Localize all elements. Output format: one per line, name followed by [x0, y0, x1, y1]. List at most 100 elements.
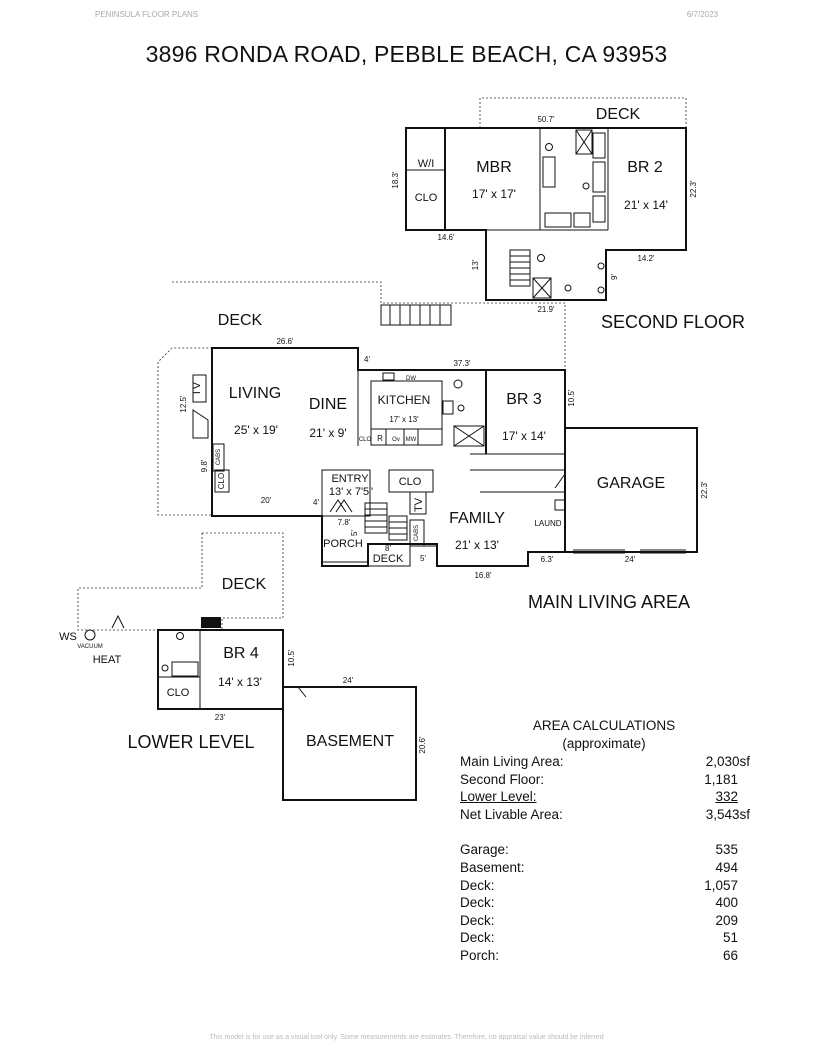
area-subheading: (approximate) [562, 736, 646, 751]
cabs-label-living: CABS [216, 449, 222, 465]
area-label: Main Living Area: [460, 754, 564, 769]
area-value: 494 [715, 859, 738, 875]
dim-10-5-main: 10.5' [567, 389, 576, 407]
kitchen-label: KITCHEN [378, 393, 431, 407]
shower-icon [575, 129, 593, 155]
entry-stairs [364, 502, 408, 541]
dim-14-6: 14.6' [437, 233, 455, 242]
dim-5-porch: 5' [350, 530, 359, 536]
dim-22-3-garage: 22.3' [700, 481, 709, 499]
dine-label: DINE [309, 396, 347, 413]
area-label: Deck: [460, 895, 495, 911]
area-row: Second Floor: 1,181 [460, 771, 750, 789]
second-floor-plan: DECK 50.7' W/I CLO MBR 17' x 17' BR 2 21… [391, 97, 745, 332]
area-value: 3,543sf [705, 806, 750, 822]
entry-label: ENTRY [331, 473, 369, 485]
area-row: Main Living Area: 2,030sf [460, 753, 750, 771]
dim-50-7: 50.7' [537, 115, 555, 124]
dim-18-3: 18.3' [391, 171, 400, 189]
br2-label: BR 2 [627, 159, 663, 176]
area-value: 51 [722, 930, 738, 946]
dw-label: DW [406, 376, 416, 382]
door-swing-icon [111, 614, 125, 629]
deck-main-label: DECK [218, 312, 263, 329]
area-row: Garage: 535 [460, 841, 750, 859]
sink-icon [582, 182, 590, 190]
clo-lower-label: CLO [167, 687, 190, 699]
dishwasher-icon [382, 372, 395, 381]
closet-label: CLO [415, 192, 438, 204]
dim-4-entry: 4' [313, 498, 319, 507]
deck-small-label: DECK [373, 553, 404, 565]
dim-10-5-lower: 10.5' [287, 649, 296, 667]
area-value: 66 [722, 947, 738, 963]
entry-size: 13' x 7'5" [329, 486, 373, 498]
area-row: Deck: 1,057 [460, 877, 750, 895]
dim-24-garage: 24' [625, 555, 636, 564]
dine-size: 21' x 9' [309, 426, 346, 440]
laund-label: LAUND [534, 519, 561, 528]
sink-icon [564, 284, 572, 292]
deck-upper-label: DECK [596, 106, 641, 123]
dim-16-8: 16.8' [474, 571, 492, 580]
family-label: FAMILY [449, 510, 505, 527]
walk-in-label: W/I [418, 158, 435, 170]
area-heading: AREA CALCULATIONS [532, 718, 676, 733]
deck-lower-label: DECK [222, 576, 267, 593]
oven-label: Ov [392, 437, 400, 443]
area-label: Deck: [460, 912, 495, 928]
area-row: Porch: 66 [460, 947, 750, 965]
area-row: Lower Level: 332 [460, 788, 750, 806]
dim-4-upper: 4' [364, 355, 370, 364]
area-value: 2,030sf [705, 754, 750, 769]
area-label: Lower Level: [460, 789, 537, 805]
garage-label: GARAGE [597, 475, 665, 492]
area-label: Second Floor: [460, 771, 545, 787]
dim-5-deck: 5' [420, 554, 426, 563]
bathtub-icon [171, 661, 199, 677]
area-row: Deck: 400 [460, 894, 750, 912]
area-row: Basement: 494 [460, 859, 750, 877]
toilet-icon [453, 379, 463, 389]
dim-37-3: 37.3' [453, 359, 471, 368]
br3-label: BR 3 [506, 391, 542, 408]
area-label: Deck: [460, 930, 495, 946]
toilet-icon [176, 632, 184, 640]
living-label: LIVING [229, 385, 281, 402]
family-size: 21' x 13' [455, 538, 499, 552]
disclaimer: This model is for use as a visual tool o… [209, 1034, 604, 1041]
area-label: Basement: [460, 859, 525, 875]
dim-13: 13' [471, 259, 480, 270]
area-label: Porch: [460, 947, 500, 963]
shower-icon [453, 425, 485, 447]
clo-entry-label: CLO [399, 476, 422, 488]
area-value: 1,181 [704, 771, 738, 787]
stairs [509, 249, 531, 287]
area-row: Deck: 51 [460, 929, 750, 947]
kitchen-size: 17' x 13' [389, 415, 419, 424]
area-value: 332 [715, 789, 738, 805]
tv-label-living: TV [191, 381, 203, 396]
sink-icon [597, 262, 605, 270]
basement-label: BASEMENT [306, 733, 394, 750]
water-softener-icon [84, 629, 96, 641]
plan-date: 6/7/2023 [686, 10, 718, 19]
area-value: 209 [715, 912, 738, 928]
cabs-label-family: CABS [414, 525, 420, 541]
dim-23: 23' [215, 713, 226, 722]
dim-24-basement: 24' [343, 676, 354, 685]
toilet-icon [537, 254, 545, 262]
dim-21-9: 21.9' [537, 305, 555, 314]
vacuum-label: VACUUM [77, 644, 103, 650]
shower-icon [532, 277, 552, 299]
dim-22-3-upper: 22.3' [689, 180, 698, 198]
fireplace-icon [192, 409, 209, 439]
ws-label: WS [59, 631, 77, 643]
heater-icon [201, 617, 221, 628]
area-value: 535 [715, 842, 738, 858]
area-row: Net Livable Area: 3,543sf [460, 806, 750, 824]
door-swing-icon [297, 686, 307, 698]
microwave-label: MW [406, 437, 417, 443]
clo-living-label: CLO [217, 473, 226, 489]
area-label: Deck: [460, 877, 495, 893]
